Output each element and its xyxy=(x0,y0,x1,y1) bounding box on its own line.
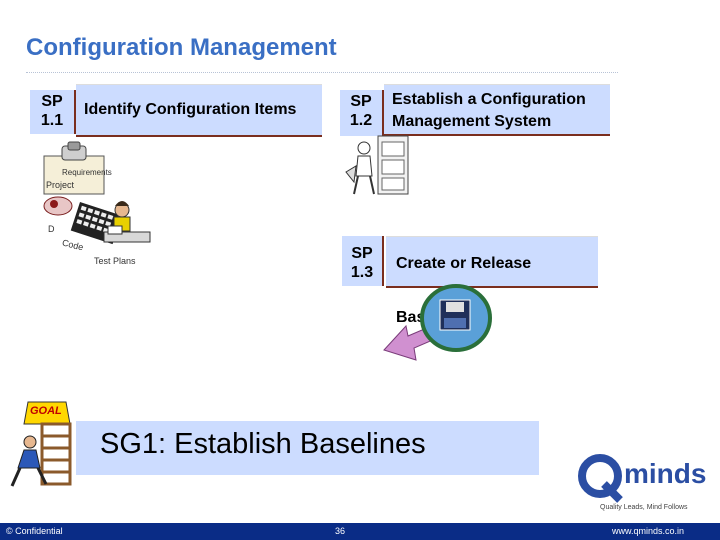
goal-text: SG1: Establish Baselines xyxy=(100,428,426,460)
test-plans-label: Test Plans xyxy=(94,256,136,266)
sp-1-2-label: Establish a Configuration Management Sys… xyxy=(384,84,610,136)
logo-tagline: Quality Leads, Mind Follows xyxy=(600,504,688,511)
title-divider xyxy=(26,72,618,73)
footer-bar: © Confidential 36 www.qminds.co.in xyxy=(0,523,720,540)
goal-badge-icon xyxy=(10,401,72,487)
sp-1-1-number: SP 1.1 xyxy=(30,90,76,134)
sp-1-3-number: SP 1.3 xyxy=(342,236,384,286)
footer-website: www.qminds.co.in xyxy=(612,526,685,536)
footer-page-number: 36 xyxy=(335,526,346,536)
slide-title: Configuration Management xyxy=(26,34,337,61)
clipboard-icon xyxy=(43,141,105,195)
goal-banner xyxy=(76,421,539,475)
qminds-logo-icon xyxy=(578,454,623,503)
project-label: Project xyxy=(46,180,75,190)
keyboard-icon xyxy=(43,196,151,245)
baseline-disk-icon xyxy=(383,284,492,361)
requirements-label: Requirements xyxy=(62,168,112,177)
sp-1-2-number: SP 1.2 xyxy=(340,90,384,136)
footer-confidential: © Confidential xyxy=(6,526,63,536)
sp-1-1-label: Identify Configuration Items xyxy=(76,84,322,137)
logo-word: minds xyxy=(624,458,707,489)
filing-cabinet-icon xyxy=(345,135,409,195)
design-label: D xyxy=(48,224,55,234)
goal-badge-text: GOAL xyxy=(30,405,62,417)
